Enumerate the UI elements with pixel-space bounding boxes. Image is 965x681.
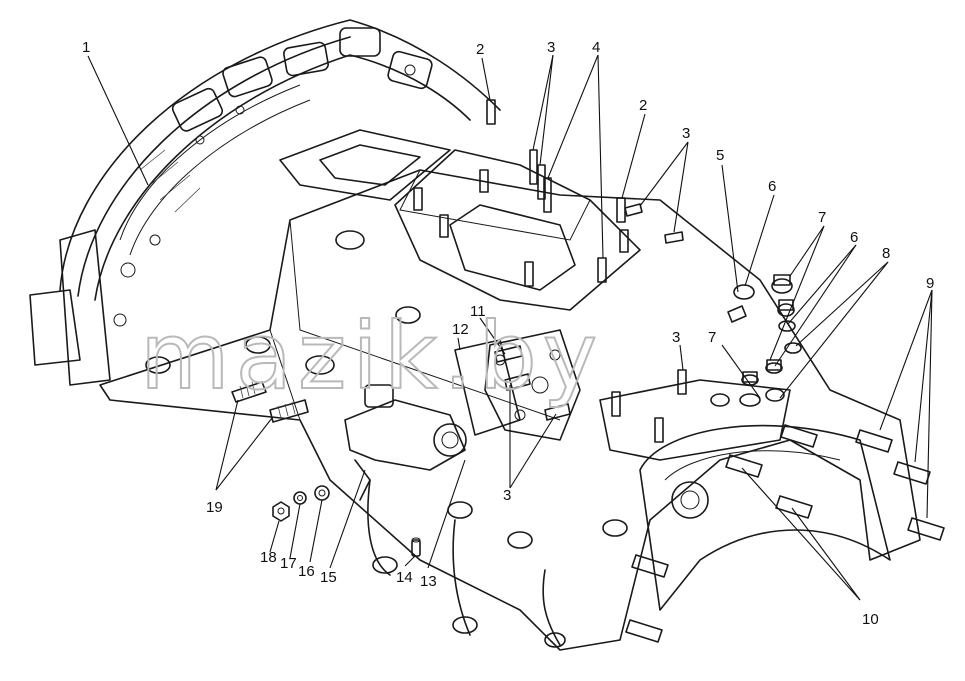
leader-lines	[87, 54, 933, 601]
callout-16: 16	[298, 563, 315, 580]
callout-4: 4	[592, 39, 600, 56]
callout-9: 9	[926, 275, 934, 292]
studs	[231, 99, 945, 643]
pump-assembly	[344, 384, 467, 501]
callout-6a: 6	[768, 178, 776, 195]
callout-2a: 2	[476, 41, 484, 58]
callout-12: 12	[452, 321, 469, 338]
callout-19: 19	[206, 499, 223, 516]
callout-2b: 2	[639, 97, 647, 114]
flywheel-housing	[29, 19, 501, 386]
crankcase-body	[99, 129, 921, 651]
callout-6b: 6	[850, 229, 858, 246]
callout-3c: 3	[672, 329, 680, 346]
callout-13: 13	[420, 573, 437, 590]
callout-1: 1	[82, 39, 90, 56]
callout-18: 18	[260, 549, 277, 566]
callout-5: 5	[716, 147, 724, 164]
callout-14: 14	[396, 569, 413, 586]
callout-3b: 3	[682, 125, 690, 142]
callout-15: 15	[320, 569, 337, 586]
callout-8: 8	[882, 245, 890, 262]
callout-7a: 7	[818, 209, 826, 226]
callout-3a: 3	[547, 39, 555, 56]
plugs-and-washers	[727, 274, 802, 386]
callout-17: 17	[280, 555, 297, 572]
callout-labels: 1 2 2 3 3 3 3 4 5 6 6 7 7 8 9 10 11 12 1…	[82, 39, 934, 628]
loose-parts	[272, 485, 421, 557]
callout-3d: 3	[503, 487, 511, 504]
watermark-text: mazik.by	[140, 303, 603, 410]
callout-7b: 7	[708, 329, 716, 346]
callout-11: 11	[470, 303, 486, 320]
callout-10: 10	[862, 611, 879, 628]
